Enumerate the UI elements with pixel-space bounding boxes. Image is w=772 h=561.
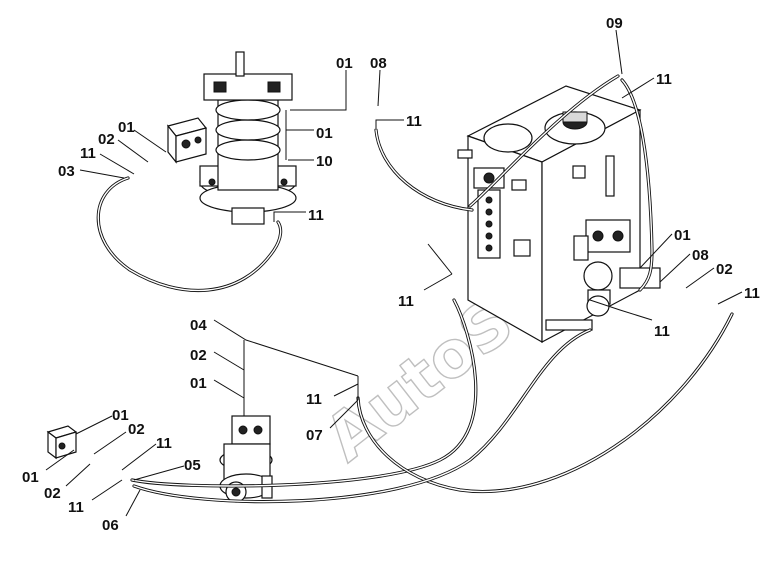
center-swivel-joint xyxy=(219,415,273,503)
callout-02-center: 02 xyxy=(190,347,207,364)
callout-02-tank-right: 02 xyxy=(716,261,733,278)
callout-02-block: 02 xyxy=(128,421,145,438)
callout-07: 07 xyxy=(306,427,323,444)
callout-01-motor: 01 xyxy=(316,125,333,142)
callout-08-top: 08 xyxy=(370,55,387,72)
swing-motor xyxy=(199,51,297,225)
callout-02-valve: 02 xyxy=(98,131,115,148)
valve-block-lower xyxy=(46,425,78,460)
callout-04: 04 xyxy=(190,317,207,334)
callout-01-top: 01 xyxy=(336,55,353,72)
callout-06: 06 xyxy=(102,517,119,534)
callout-11-center: 11 xyxy=(306,391,322,408)
callout-03: 03 xyxy=(58,163,75,180)
callout-09-top: 09 xyxy=(606,15,623,32)
callout-05: 05 xyxy=(184,457,201,474)
callout-10: 10 xyxy=(316,153,333,170)
callout-01-valve: 01 xyxy=(118,119,135,136)
leader-lines xyxy=(45,29,743,517)
callout-01-block: 01 xyxy=(112,407,129,424)
callout-01-tank-right: 01 xyxy=(674,227,691,244)
callout-labels: 09 11 01 08 11 01 10 11 01 02 11 03 01 0… xyxy=(22,15,760,534)
hoses xyxy=(96,74,734,504)
callout-11-tank-right: 11 xyxy=(744,285,760,302)
callout-11-block-low: 11 xyxy=(68,499,84,516)
callout-11-tank-bottom: 11 xyxy=(654,323,670,340)
callout-02-block-low: 02 xyxy=(44,485,61,502)
callout-11-block: 11 xyxy=(156,435,172,452)
callout-11-tank-top: 11 xyxy=(656,71,672,88)
callout-01-center: 01 xyxy=(190,375,207,392)
callout-11-valve: 11 xyxy=(80,145,96,162)
valve-block-upper xyxy=(166,117,208,164)
callout-11-tank-left: 11 xyxy=(398,293,414,310)
hydraulic-tank xyxy=(457,85,661,344)
callout-01-block-low: 01 xyxy=(22,469,39,486)
callout-11-top-mid: 11 xyxy=(406,113,422,130)
callout-08-tank-right: 08 xyxy=(692,247,709,264)
callout-11-motor-low: 11 xyxy=(308,207,324,224)
